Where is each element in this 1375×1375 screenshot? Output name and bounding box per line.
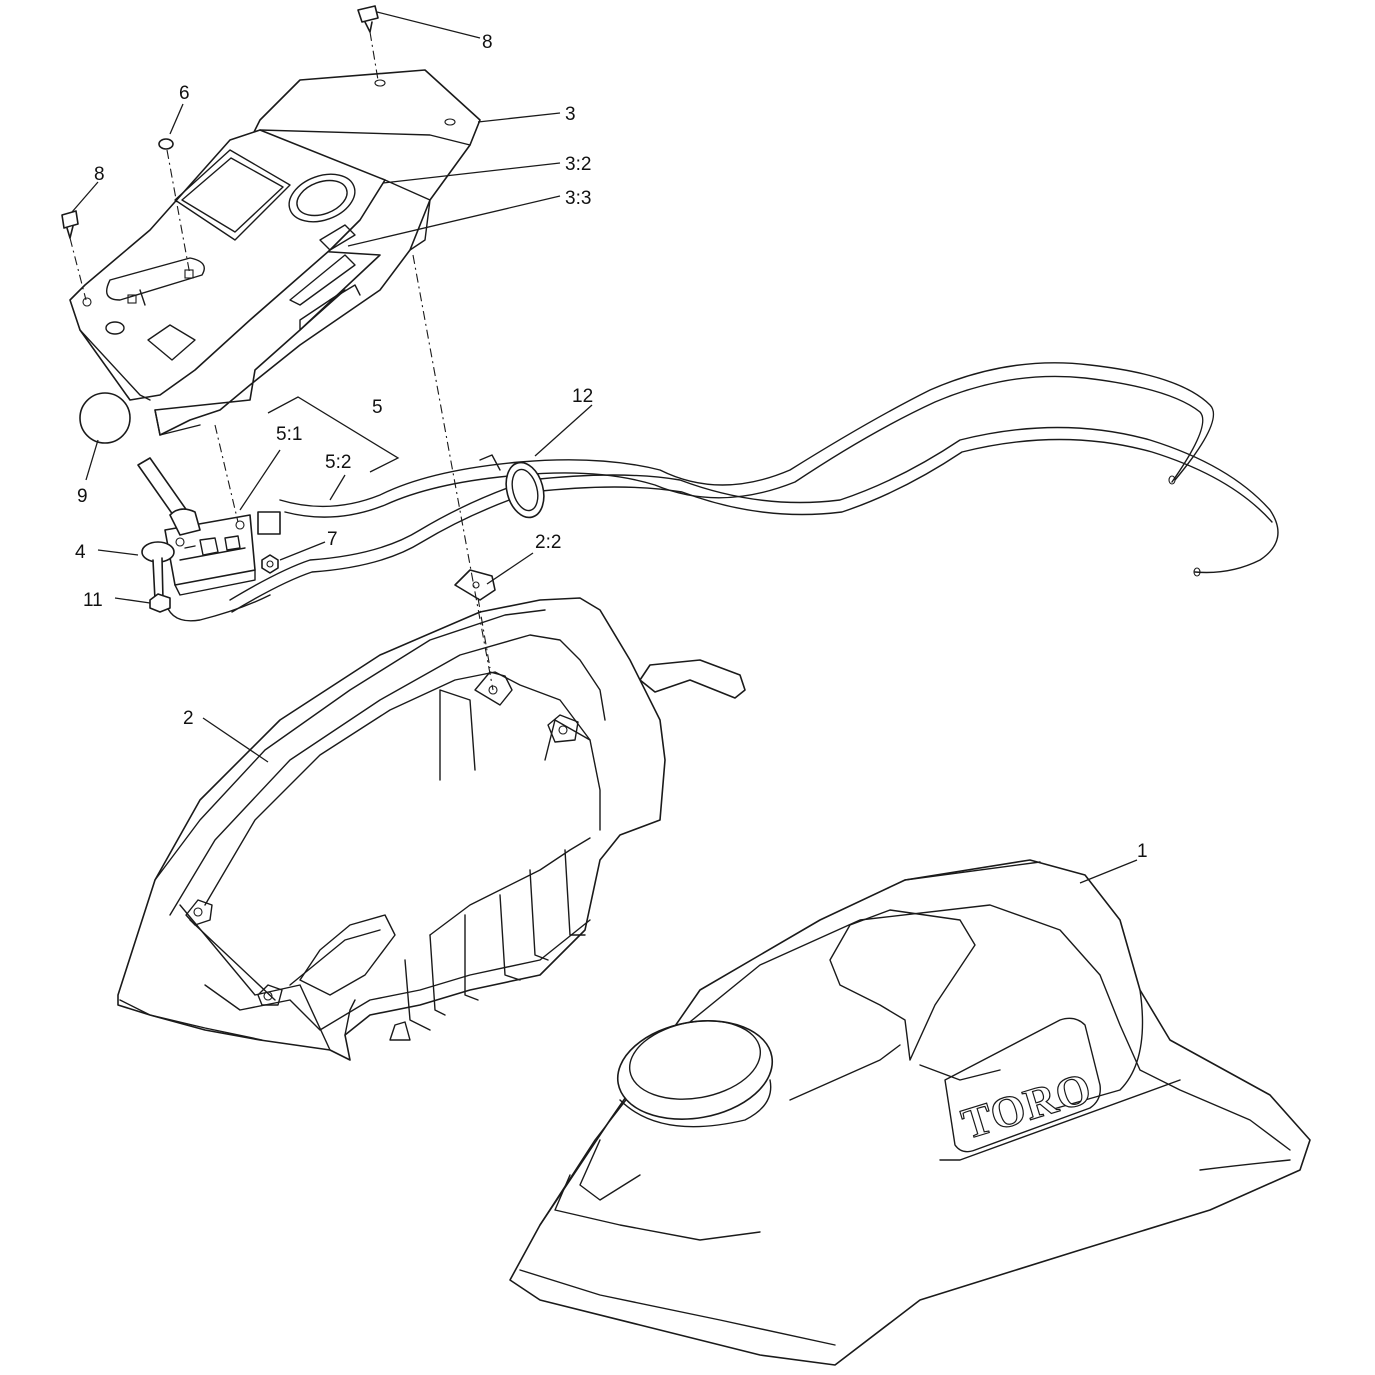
assembly-center-lines: [69, 31, 494, 691]
callout-8-top: 8: [482, 32, 493, 53]
part-1-console-cover: TORO: [509, 859, 1311, 1366]
callout-4: 4: [75, 542, 86, 563]
part-5-switch-harness: [61, 5, 1279, 622]
callout-3-3: 3:3: [565, 188, 591, 209]
callout-8-left: 8: [94, 164, 105, 185]
callout-5-1: 5:1: [276, 424, 302, 445]
callout-5-2: 5:2: [325, 452, 351, 473]
callout-11: 11: [83, 590, 103, 611]
callout-leaders: [71, 11, 1138, 884]
callout-2: 2: [183, 708, 194, 729]
callout-labels: 8 3 3:2 3:3 6 8 5 5:1 5:2 12 9 4 7 2:2 1…: [75, 32, 1148, 862]
part-2-console-housing: [117, 597, 746, 1061]
part-3-top-panel: [69, 69, 481, 436]
callout-3-2: 3:2: [565, 154, 591, 175]
callout-7: 7: [327, 529, 338, 550]
callout-5: 5: [372, 397, 383, 418]
callout-1: 1: [1137, 841, 1148, 862]
callout-6: 6: [179, 83, 190, 104]
callout-2-2: 2:2: [535, 532, 561, 553]
callout-9: 9: [77, 486, 88, 507]
callout-3: 3: [565, 104, 576, 125]
knob-ball: [79, 392, 131, 444]
callout-12: 12: [572, 386, 593, 407]
